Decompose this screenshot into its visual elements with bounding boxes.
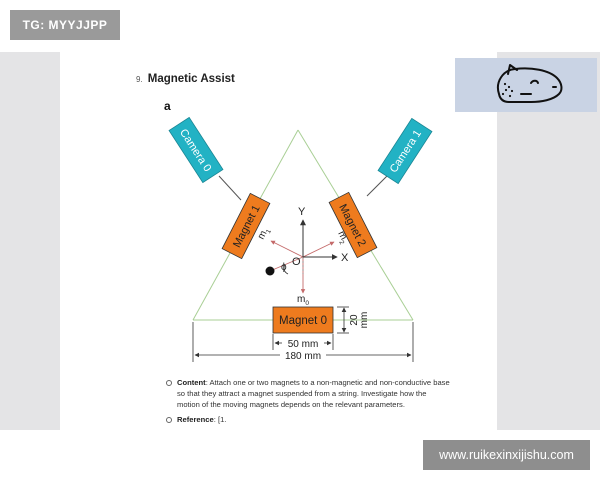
magnet-1: Magnet 1 [221,192,271,260]
content-bullet-text: : Attach one or two magnets to a non-mag… [177,378,450,409]
panel-label: a [164,99,171,113]
axis-x-label: X [341,252,349,264]
section-title: Magnetic Assist [147,73,235,85]
camera-1: Camera 1 [377,117,433,185]
pendulum-magnet [265,266,275,276]
origin-label: O [292,256,301,268]
watermark-bottom-right: www.ruikexinxijishu.com [423,440,590,470]
angle-label: ϕ [281,262,287,273]
document-page [60,52,497,430]
camera-0-leader [218,175,242,201]
pendulum [265,256,304,276]
magnet-0-label: Magnet 0 [279,315,327,327]
axis-y-label: Y [298,206,306,218]
height-dimension-unit: mm [359,312,370,329]
description-list: Content: Attach one or two magnets to a … [165,377,450,429]
content-bullet: Content: Attach one or two magnets to a … [165,377,450,410]
outer-dimension-label: 180 mm [285,351,321,362]
camera-0: Camera 0 [168,116,224,184]
height-dimension [337,306,349,334]
capybara-head-icon [497,64,563,103]
magnet-0: Magnet 0 [272,306,334,334]
reference-bullet-text: : [1. [213,415,227,424]
axes [300,219,338,260]
magnetic-assist-diagram: Camera 0 Camera 1 Magnet 1 Magnet 2 Magn… [168,116,433,362]
moment-m0: m0 [297,294,309,307]
inner-dimension [272,334,334,350]
reference-bullet-label: Reference [177,415,214,424]
moment-m1: m1 [256,225,273,242]
watermark-top-left: TG: MYYJJPP [10,10,120,40]
watermark-logo [455,58,597,112]
height-dimension-value: 20 [349,314,360,326]
content-bullet-label: Content [177,378,206,387]
section-heading: 9. Magnetic Assist [136,73,235,85]
magnet-2: Magnet 2 [328,191,378,259]
outer-dimension [192,322,414,362]
inner-dimension-label: 50 mm [288,339,319,350]
camera-1-leader [366,172,391,197]
section-number: 9. [136,75,143,84]
reference-bullet: Reference: [1. [165,414,450,425]
